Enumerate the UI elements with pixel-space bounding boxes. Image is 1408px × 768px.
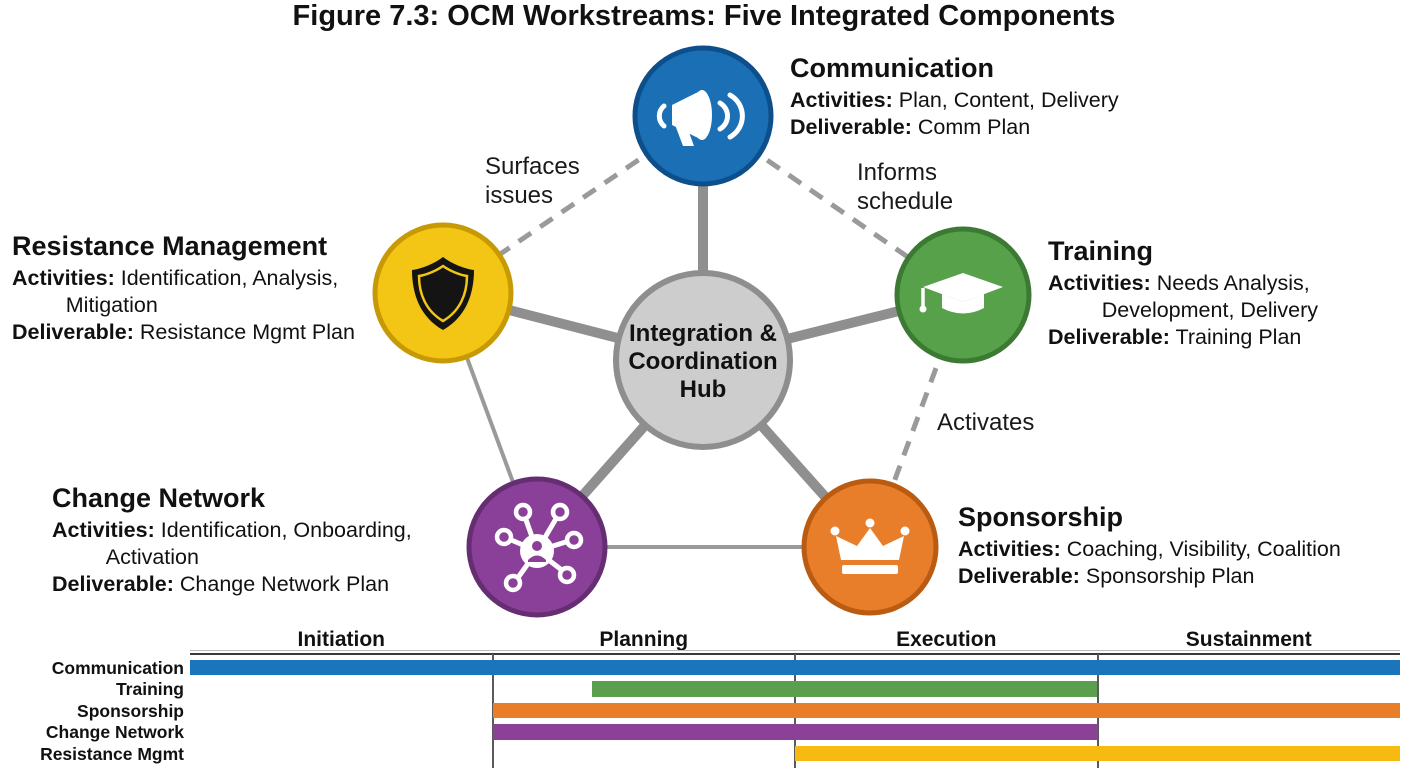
ocm-diagram [372, 45, 1032, 618]
training-text-block: Training Activities: Needs Analysis, Dev… [1048, 236, 1318, 351]
sponsorship-node [801, 478, 939, 616]
deliverable-label: Deliverable: [12, 320, 134, 344]
line-training-sponsorship [867, 294, 966, 548]
change-network-node [466, 476, 608, 618]
integration-hub-node [613, 270, 793, 450]
training-node [894, 226, 1032, 364]
timeline-bar-training [592, 681, 1098, 697]
activities-value: Plan, Content, Delivery [892, 88, 1119, 112]
timeline-bar-resistance-mgmt [795, 745, 1400, 762]
activities-label: Activities: [790, 88, 893, 112]
deliverable-label: Deliverable: [790, 115, 912, 139]
graduation-cap-icon [919, 273, 1003, 314]
deliverable-value: Sponsorship Plan [1079, 564, 1255, 588]
communication-node [632, 45, 774, 187]
relationship-label-surfaces-issues: Surfaces issues [485, 153, 580, 209]
timeline-row-label: Training [115, 679, 184, 700]
timeline-row-label: Resistance Mgmt [40, 743, 184, 764]
timeline-bar-sponsorship [492, 702, 1400, 719]
activities-value: Identification, Analysis, Mitigation [65, 266, 339, 317]
deliverable-value: Resistance Mgmt Plan [133, 320, 355, 344]
figure-title: Figure 7.3: OCM Workstreams: Five Integr… [292, 0, 1116, 32]
timeline-bar-change-network [492, 724, 1098, 740]
deliverable-label: Deliverable: [958, 564, 1080, 588]
resistance-management-title: Resistance Management [12, 231, 328, 261]
activities-label: Activities: [12, 266, 115, 290]
resistance-management-text-block: Resistance Management Activities: Identi… [12, 231, 355, 346]
phase-header-initiation: Initiation [297, 628, 386, 651]
shield-icon [412, 257, 474, 330]
timeline-bar-communication [190, 659, 1400, 675]
communication-text-block: Communication Activities: Plan, Content,… [790, 53, 1119, 141]
relationship-label-activates: Activates [937, 409, 1035, 436]
timeline-row-label: Change Network [45, 722, 184, 743]
deliverable-label: Deliverable: [1048, 325, 1170, 349]
training-title: Training [1048, 236, 1154, 266]
activities-value: Coaching, Visibility, Coalition [1060, 537, 1341, 561]
phase-header-planning: Planning [599, 628, 689, 651]
communication-title: Communication [790, 53, 995, 83]
phase-header-sustainment: Sustainment [1185, 628, 1312, 651]
resistance-management-node [372, 222, 514, 364]
phase-header-execution: Execution [896, 628, 997, 651]
deliverable-value: Comm Plan [911, 115, 1031, 139]
activities-value: Identification, Onboarding, Activation [105, 518, 412, 569]
activities-label: Activities: [52, 518, 155, 542]
relationship-label-informs-schedule: Informs schedule [857, 159, 954, 215]
timeline-row-label: Sponsorship [77, 700, 184, 721]
change-network-title: Change Network [52, 483, 266, 513]
timeline-axis-line-light [190, 650, 1400, 651]
activities-label: Activities: [958, 537, 1061, 561]
integration-hub-label: Integration & Coordination Hub [628, 320, 778, 403]
activities-label: Activities: [1048, 271, 1151, 295]
sponsorship-text-block: Sponsorship Activities: Coaching, Visibi… [958, 502, 1341, 590]
deliverable-label: Deliverable: [52, 572, 174, 596]
deliverable-value: Training Plan [1169, 325, 1302, 349]
change-network-text-block: Change Network Activities: Identificatio… [52, 483, 412, 598]
network-icon [494, 502, 584, 593]
timeline-row-label: Communication [51, 657, 184, 678]
sponsorship-title: Sponsorship [958, 502, 1124, 532]
megaphone-icon [656, 90, 745, 146]
crown-icon [830, 518, 910, 574]
activities-value: Needs Analysis, Development, Delivery [1101, 271, 1319, 322]
deliverable-value: Change Network Plan [173, 572, 390, 596]
